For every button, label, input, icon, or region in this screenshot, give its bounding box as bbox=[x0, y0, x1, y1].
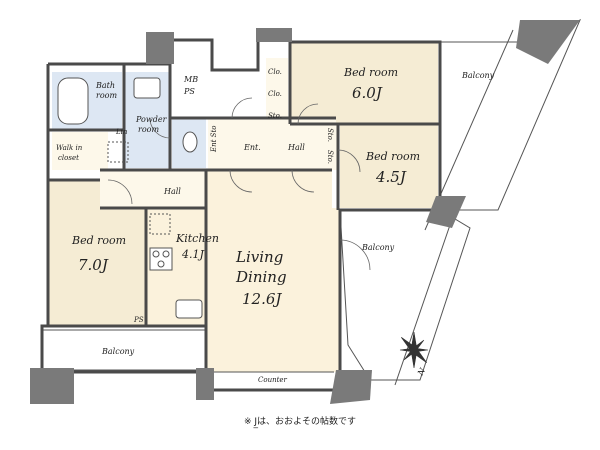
door-ent bbox=[231, 97, 253, 119]
label-sto-3: Sto. bbox=[326, 150, 334, 164]
label-sto-1: Sto. bbox=[268, 112, 282, 120]
door-bed7 bbox=[107, 179, 133, 205]
lower-hall-floor bbox=[100, 170, 206, 208]
label-sto-2: Sto. bbox=[326, 128, 334, 142]
label-walkin-1: Walk in bbox=[56, 144, 83, 152]
label-living-2: Dining bbox=[235, 268, 287, 286]
label-clo-1: Clo. bbox=[268, 68, 282, 76]
fridge-space bbox=[149, 213, 171, 235]
label-mbps-2: PS bbox=[183, 87, 195, 96]
balcony-rail-mid bbox=[394, 224, 451, 386]
stove bbox=[149, 247, 173, 271]
label-hall-lower: Hall bbox=[163, 187, 181, 196]
burner-1 bbox=[152, 250, 160, 258]
door-living bbox=[291, 169, 315, 193]
label-ent-sto: Ent Sto bbox=[210, 126, 218, 153]
label-powder-2: room bbox=[138, 125, 159, 134]
pillar-bottom-right bbox=[330, 370, 372, 404]
walkin-shelf bbox=[107, 141, 129, 163]
door-hall bbox=[229, 169, 253, 193]
compass-needle-4 bbox=[403, 339, 425, 361]
bathtub bbox=[57, 77, 89, 125]
closet-floor bbox=[266, 58, 288, 122]
doors bbox=[107, 97, 371, 271]
label-ent: Ent. bbox=[243, 143, 261, 152]
living-dining-floor bbox=[206, 170, 340, 372]
label-lin: Lin bbox=[115, 128, 128, 136]
pillar-top-right bbox=[516, 20, 580, 64]
size-note: ※ J̲は、おおよその帖数です bbox=[243, 417, 357, 427]
ent-sto-floor bbox=[208, 118, 226, 166]
pillar-top-left bbox=[146, 32, 174, 64]
label-powder-1: Powder bbox=[135, 115, 168, 124]
door-bed45 bbox=[337, 149, 361, 173]
label-ps: PS bbox=[133, 316, 144, 324]
pillar-top-mid bbox=[256, 28, 292, 42]
label-bedroom-6-name: Bed room bbox=[343, 66, 398, 79]
bedroom-6-floor bbox=[290, 42, 438, 124]
fixtures bbox=[57, 77, 334, 373]
compass-rose bbox=[399, 331, 429, 369]
label-walkin-2: closet bbox=[58, 154, 79, 162]
door-balcony bbox=[339, 239, 371, 271]
compass-north-label: N bbox=[415, 366, 427, 378]
label-bedroom-7-name: Bed room bbox=[71, 234, 126, 247]
room-labels: Bath room MB PS Powder room Lin Walk in … bbox=[56, 66, 495, 384]
burner-2 bbox=[162, 250, 170, 258]
pillar-bottom-mid bbox=[196, 368, 214, 400]
compass: N bbox=[399, 331, 429, 378]
label-living-size: 12.6J bbox=[242, 290, 282, 308]
label-balcony-mid: Balcony bbox=[361, 243, 395, 252]
bedroom-45-floor bbox=[340, 124, 438, 208]
hall-floor bbox=[208, 118, 336, 170]
label-balcony-bottom: Balcony bbox=[101, 347, 135, 356]
pillar-bottom-left bbox=[30, 368, 74, 404]
label-balcony-top: Balcony bbox=[461, 71, 495, 80]
toilet bbox=[182, 131, 198, 153]
pillars bbox=[30, 20, 580, 404]
label-counter: Counter bbox=[258, 376, 288, 384]
door-bed6 bbox=[297, 103, 319, 125]
label-bedroom-45-size: 4.5J bbox=[375, 168, 407, 186]
pillar-right-mid bbox=[426, 196, 466, 228]
label-clo-2: Clo. bbox=[268, 90, 282, 98]
label-bedroom-7-size: 7.0J bbox=[78, 256, 109, 274]
door-powder bbox=[149, 117, 171, 139]
sink bbox=[175, 299, 203, 319]
label-bedroom-6-size: 6.0J bbox=[352, 84, 383, 102]
label-bath-1: Bath bbox=[95, 81, 115, 90]
label-living-1: Living bbox=[235, 248, 283, 266]
burner-3 bbox=[157, 260, 165, 268]
label-kitchen-name: Kitchen bbox=[175, 232, 219, 245]
washbasin bbox=[133, 77, 161, 99]
label-hall-upper: Hall bbox=[287, 143, 305, 152]
label-mbps-1: MB bbox=[183, 75, 198, 84]
label-bath-2: room bbox=[96, 91, 117, 100]
sto-floor bbox=[320, 124, 338, 170]
label-kitchen-size: 4.1J bbox=[181, 248, 204, 261]
label-bedroom-45-name: Bed room bbox=[365, 150, 420, 163]
walk-in-closet-floor bbox=[52, 132, 108, 170]
